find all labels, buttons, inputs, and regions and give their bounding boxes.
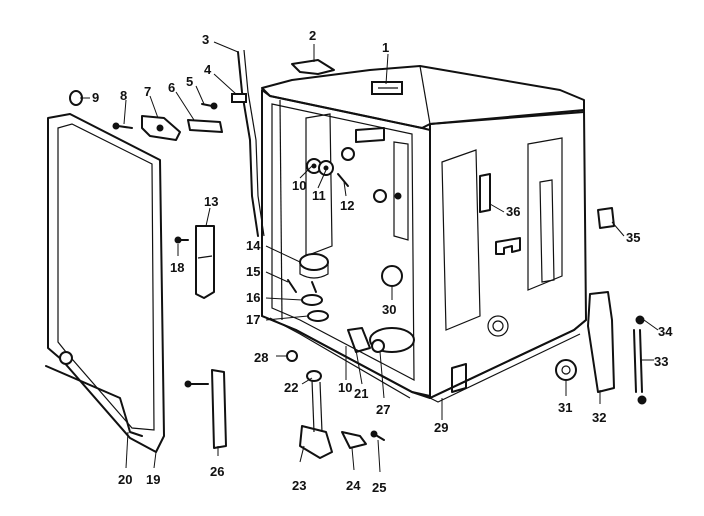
- callout-29: 29: [434, 420, 448, 435]
- callout-35: 35: [626, 230, 640, 245]
- callout-11: 11: [312, 188, 326, 203]
- callout-7: 7: [144, 84, 151, 99]
- callout-32: 32: [592, 410, 606, 425]
- callout-5: 5: [186, 74, 193, 89]
- callout-24: 24: [346, 478, 361, 493]
- callout-6: 6: [168, 80, 175, 95]
- callout-13: 13: [204, 194, 218, 209]
- callout-34: 34: [658, 324, 673, 339]
- callout-12: 12: [340, 198, 354, 213]
- callout-15: 15: [246, 264, 260, 279]
- callout-22: 22: [284, 380, 298, 395]
- callout-19: 19: [146, 472, 160, 487]
- callout-28: 28: [254, 350, 268, 365]
- door-assembly: [45, 113, 165, 453]
- callout-17: 17: [246, 312, 260, 327]
- callout-10b: 10: [338, 380, 352, 395]
- callout-10: 10: [292, 178, 306, 193]
- callout-18: 18: [170, 260, 184, 275]
- callout-33: 33: [654, 354, 668, 369]
- callout-4: 4: [204, 62, 212, 77]
- callout-14: 14: [246, 238, 261, 253]
- callout-2: 2: [309, 28, 316, 43]
- callout-30: 30: [382, 302, 396, 317]
- callout-26: 26: [210, 464, 224, 479]
- callout-labels: 1 2 3 4 5 6 7 8 9 10 11 12 13 14 15 16 1…: [92, 28, 673, 495]
- callout-9: 9: [92, 90, 99, 105]
- callout-31: 31: [558, 400, 572, 415]
- callout-20: 20: [118, 472, 132, 487]
- callout-8: 8: [120, 88, 127, 103]
- leader-lines: [80, 41, 659, 473]
- callout-3: 3: [202, 32, 209, 47]
- callout-36: 36: [506, 204, 520, 219]
- callout-16: 16: [246, 290, 260, 305]
- small-parts: [69, 49, 647, 459]
- callout-25: 25: [372, 480, 386, 495]
- callout-1: 1: [382, 40, 389, 55]
- callout-23: 23: [292, 478, 306, 493]
- callout-21: 21: [354, 386, 368, 401]
- callout-27: 27: [376, 402, 390, 417]
- dishwasher-tub: [261, 65, 587, 403]
